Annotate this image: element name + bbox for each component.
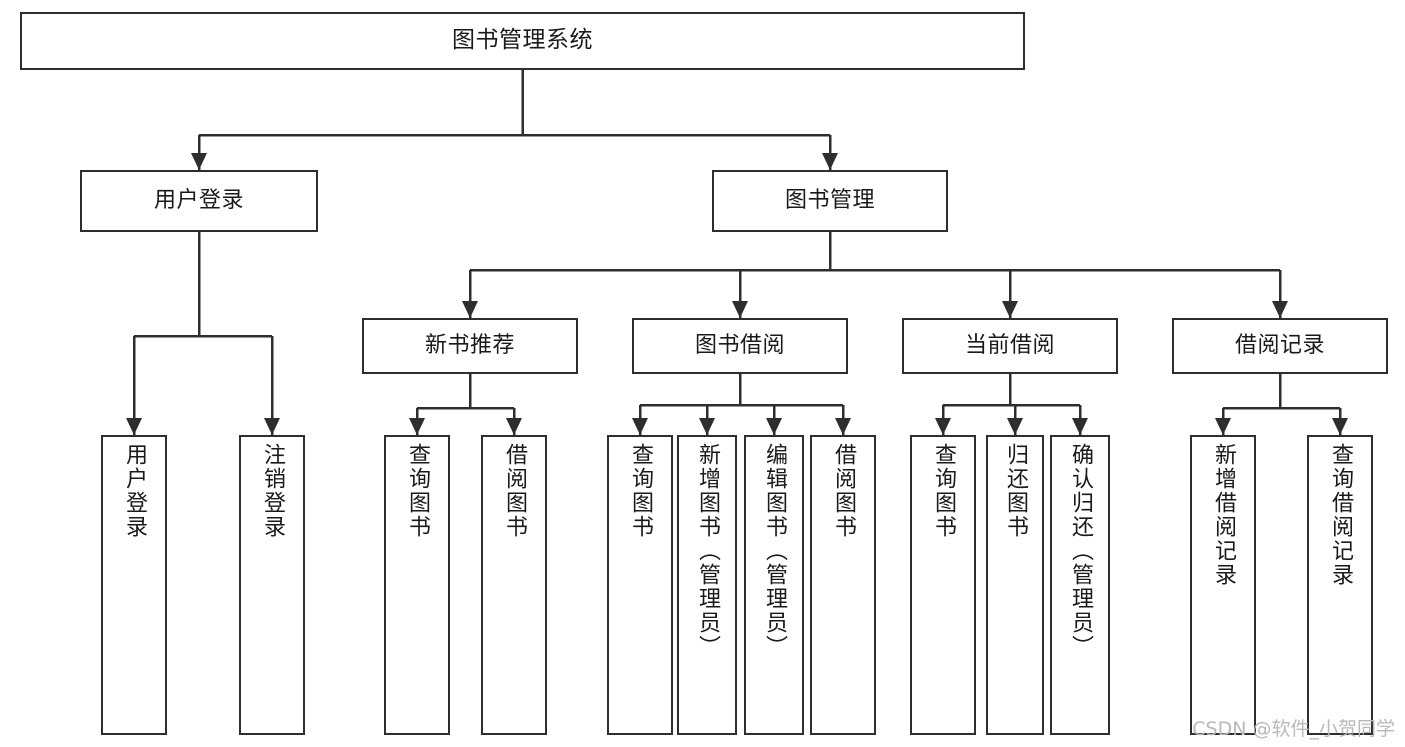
node-label: 查询图书 (930, 443, 956, 539)
node-label: 借阅图书 (501, 443, 527, 539)
node-user-login[interactable]: 用户登录 (80, 170, 318, 232)
node-label: 查询图书 (627, 443, 653, 539)
node-label: 图书借阅 (694, 333, 785, 359)
node-leaf-borrow-book-1[interactable]: 借阅图书 (481, 435, 547, 735)
node-label: 归还图书 (1002, 443, 1028, 539)
node-current-borrowing[interactable]: 当前借阅 (902, 318, 1118, 374)
watermark-text: CSDN @软件_小贺同学 (1192, 718, 1395, 740)
node-leaf-user-logout[interactable]: 注销登录 (239, 435, 305, 735)
node-root-book-management-system[interactable]: 图书管理系统 (20, 12, 1025, 70)
node-leaf-query-book-2[interactable]: 查询图书 (607, 435, 673, 735)
node-label: 借阅图书 (830, 443, 856, 539)
node-leaf-add-book-admin[interactable]: 新增图书（管理员） (677, 435, 737, 735)
node-leaf-query-book-3[interactable]: 查询图书 (910, 435, 976, 735)
node-label: 用户登录 (121, 443, 147, 539)
node-book-borrowing[interactable]: 图书借阅 (632, 318, 848, 374)
node-label: 借阅记录 (1234, 333, 1325, 359)
node-borrowing-record[interactable]: 借阅记录 (1172, 318, 1388, 374)
node-leaf-borrow-book-2[interactable]: 借阅图书 (810, 435, 876, 735)
node-label: 当前借阅 (964, 333, 1055, 359)
node-leaf-query-borrow-record[interactable]: 查询借阅记录 (1307, 435, 1373, 735)
node-label: 新书推荐 (424, 333, 515, 359)
node-label: 图书管理 (784, 188, 875, 214)
node-label: 查询图书 (404, 443, 430, 539)
node-label: 用户登录 (153, 188, 244, 214)
node-label: 确认归还（管理员） (1067, 443, 1093, 659)
node-label: 图书管理系统 (452, 27, 593, 54)
node-leaf-return-book[interactable]: 归还图书 (986, 435, 1044, 735)
node-leaf-confirm-return-admin[interactable]: 确认归还（管理员） (1050, 435, 1110, 735)
node-book-management[interactable]: 图书管理 (712, 170, 948, 232)
node-label: 新增图书（管理员） (694, 443, 720, 659)
node-label: 查询借阅记录 (1327, 443, 1353, 587)
node-leaf-edit-book-admin[interactable]: 编辑图书（管理员） (744, 435, 804, 735)
node-leaf-user-login[interactable]: 用户登录 (101, 435, 167, 735)
node-label: 编辑图书（管理员） (761, 443, 787, 659)
node-leaf-add-borrow-record[interactable]: 新增借阅记录 (1190, 435, 1256, 735)
node-new-book-recommendation[interactable]: 新书推荐 (362, 318, 578, 374)
node-leaf-query-book-1[interactable]: 查询图书 (384, 435, 450, 735)
node-label: 新增借阅记录 (1210, 443, 1236, 587)
node-label: 注销登录 (259, 443, 285, 539)
